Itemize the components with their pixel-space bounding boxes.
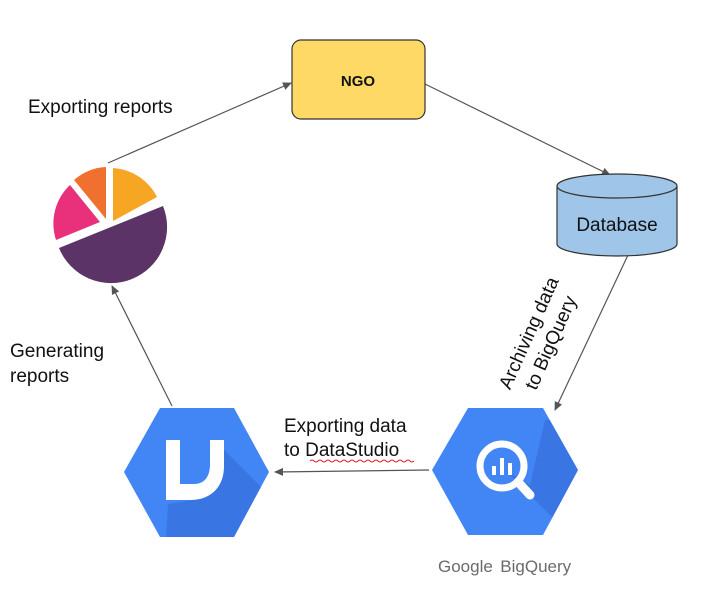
label-generating-line1: Generating bbox=[10, 341, 104, 362]
edge-bigquery-to-datastudio bbox=[274, 467, 430, 476]
label-exporting-reports: Exporting reports bbox=[28, 97, 173, 118]
edge-pie-to-ngo bbox=[107, 82, 292, 164]
spellcheck-underline bbox=[309, 459, 415, 463]
datastudio-mark bbox=[166, 440, 224, 500]
ngo-label: NGO bbox=[341, 73, 376, 90]
label-archiving-data: Archiving data to BigQuery bbox=[495, 274, 581, 394]
ngo-node: NGO bbox=[291, 39, 426, 120]
database-label: Database bbox=[576, 215, 657, 236]
google-bigquery-wordmark: Google BigQuery bbox=[438, 557, 572, 576]
bigquery-bar-1 bbox=[492, 466, 496, 475]
label-exporting-data-line1: Exporting data bbox=[284, 416, 407, 437]
pie-slice-orange bbox=[113, 168, 157, 221]
database-cylinder-top bbox=[556, 173, 678, 199]
label-exporting-data: Exporting data to DataStudio bbox=[284, 416, 415, 463]
edge-database-to-bigquery bbox=[554, 254, 629, 411]
pie-slice-purple bbox=[59, 206, 168, 284]
bigquery-bar-2 bbox=[500, 458, 504, 475]
ngo-box bbox=[291, 39, 426, 120]
database-cylinder-body bbox=[556, 186, 678, 257]
edge-ngo-to-database bbox=[424, 83, 611, 176]
svg-text:Google BigQuery: Google BigQuery bbox=[438, 557, 572, 576]
label-exporting-data-line2: to DataStudio bbox=[284, 440, 399, 461]
pie-chart-icon bbox=[53, 167, 168, 284]
label-generating-reports: Generating reports bbox=[10, 341, 104, 387]
bigquery-magnifier-handle bbox=[513, 477, 535, 500]
bigquery-magnifier-lens bbox=[476, 440, 528, 492]
bigquery-word: BigQuery bbox=[500, 557, 571, 576]
bigquery-logo-icon bbox=[432, 408, 578, 535]
database-node: Database bbox=[556, 173, 678, 257]
bigquery-bar-3 bbox=[508, 463, 512, 475]
pie-slice-pink bbox=[53, 185, 100, 240]
google-word: Google bbox=[438, 557, 493, 576]
label-generating-line2: reports bbox=[10, 366, 69, 387]
datastudio-logo-icon bbox=[124, 408, 269, 537]
edge-datastudio-to-pie bbox=[111, 285, 173, 407]
pie-slice-dark-orange bbox=[74, 167, 106, 219]
